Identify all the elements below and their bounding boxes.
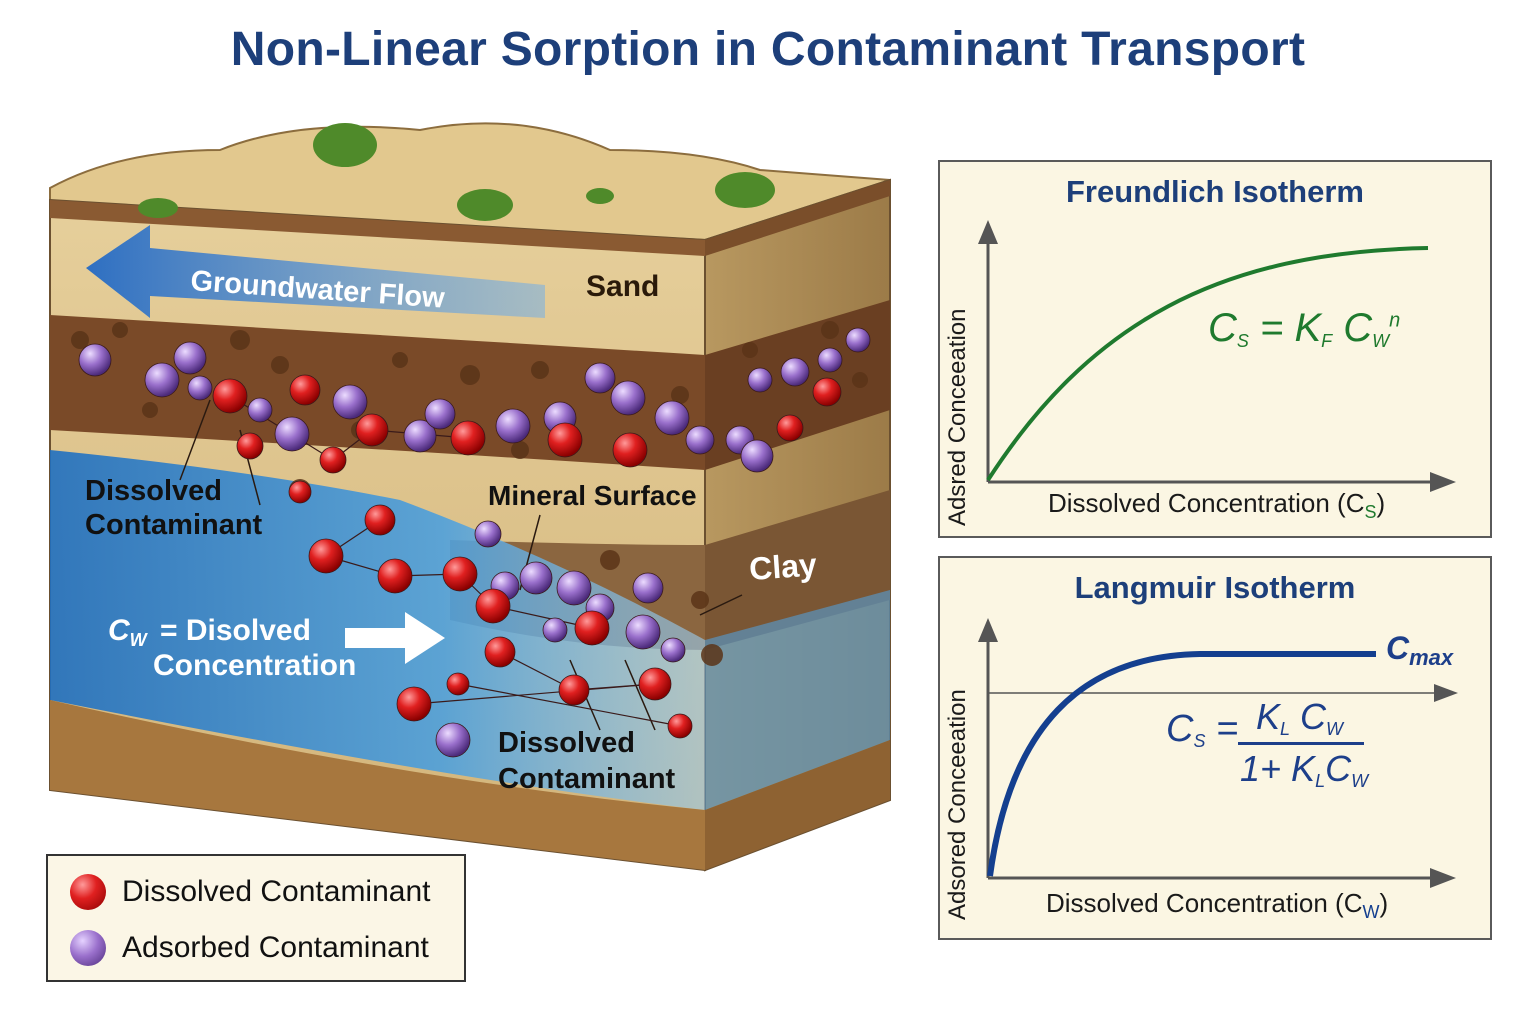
adsorbed-particle	[332, 384, 368, 420]
adsorbed-particle	[519, 561, 553, 595]
adsorbed-particle	[654, 400, 690, 436]
dissolved-particle	[638, 667, 672, 701]
cw-symbol: CW	[108, 614, 149, 650]
adsorbed-particle	[144, 362, 180, 398]
adsorbed-particle	[747, 367, 773, 393]
adsorbed-particle	[173, 341, 207, 375]
langmuir-denominator: 1+ KLCW	[1240, 748, 1369, 791]
adsorbed-particle	[660, 637, 686, 663]
dissolved-particle	[355, 413, 389, 447]
freundlich-plot	[978, 220, 1456, 492]
cw-definition-line2: Concentration	[153, 649, 356, 682]
dissolved-particle	[776, 414, 804, 442]
sand-label: Sand	[586, 270, 659, 303]
page-title: Non-Linear Sorption in Contaminant Trans…	[230, 23, 1306, 76]
langmuir-panel: Langmuir Isotherm Adsored Conceeation Di…	[938, 556, 1492, 940]
particle-link	[457, 683, 681, 727]
dissolved-particle	[212, 378, 248, 414]
particle-group	[78, 327, 871, 758]
legend: Dissolved Contaminant Adsorbed Contamina…	[46, 854, 466, 982]
dissolved-particle	[308, 538, 344, 574]
dissolved-particle	[667, 713, 693, 739]
adsorbed-particle	[685, 425, 715, 455]
dissolved-particle	[236, 432, 264, 460]
freundlich-curve	[986, 246, 1429, 482]
legend-item-adsorbed: Adsorbed Contaminant	[70, 926, 429, 970]
legend-dissolved-label: Dissolved Contaminant	[122, 875, 431, 908]
mineral-surface-label: Mineral Surface	[488, 480, 697, 511]
langmuir-numerator: KL CW	[1256, 696, 1344, 739]
dissolved-particle	[812, 377, 842, 407]
soil-block-illustration: Groundwater Flow Sand Clay Mineral Surfa…	[49, 122, 891, 872]
adsorbed-particle	[424, 398, 456, 430]
dissolved-particle	[442, 556, 478, 592]
dissolved-particle	[364, 504, 396, 536]
langmuir-equation-lhs: CS =	[1166, 708, 1239, 751]
dissolved-contaminant-label-bottom-1: Dissolved	[498, 727, 635, 759]
freundlich-title: Freundlich Isotherm	[1066, 174, 1364, 209]
adsorbed-particle	[780, 357, 810, 387]
langmuir-plot	[978, 618, 1458, 888]
adsorbed-particle	[435, 722, 471, 758]
adsorbed-particle	[817, 347, 843, 373]
dissolved-particle	[396, 686, 432, 722]
adsorbed-particle	[474, 520, 502, 548]
dissolved-contaminant-label-left-1: Dissolved	[85, 475, 222, 507]
red-dot-icon	[70, 874, 106, 910]
cmax-label: Cmax	[1386, 630, 1454, 670]
langmuir-y-label: Adsored Conceeation	[944, 689, 971, 920]
adsorbed-particle	[740, 439, 774, 473]
white-arrow-icon	[345, 612, 445, 664]
langmuir-x-label: Dissolved Concentration (CW)	[1046, 888, 1389, 922]
dissolved-particle	[484, 636, 516, 668]
legend-item-dissolved: Dissolved Contaminant	[70, 870, 430, 914]
particle-link	[413, 683, 656, 705]
freundlich-y-label: Adsred Conceeation	[944, 308, 971, 526]
dissolved-particle	[475, 588, 511, 624]
groundwater-flow-arrow	[86, 225, 545, 318]
dissolved-contaminant-label-bottom-2: Contaminant	[498, 763, 676, 795]
adsorbed-particle	[610, 380, 646, 416]
grass-tuft-icon	[138, 123, 775, 221]
legend-adsorbed-label: Adsorbed Contaminant	[122, 931, 429, 964]
dissolved-contaminant-label-left-2: Contaminant	[85, 509, 263, 541]
adsorbed-particle	[542, 617, 568, 643]
langmuir-title: Langmuir Isotherm	[1074, 570, 1356, 605]
cw-definition-line1: = Disolved	[160, 614, 311, 647]
freundlich-x-label: Dissolved Concentration (CS)	[1048, 488, 1386, 522]
adsorbed-particle	[187, 375, 213, 401]
adsorbed-particle	[584, 362, 616, 394]
adsorbed-particle	[625, 614, 661, 650]
adsorbed-particle	[403, 419, 437, 453]
adsorbed-particle	[274, 416, 310, 452]
purple-dot-icon	[70, 930, 106, 966]
freundlich-panel: Freundlich Isotherm Adsred Conceeation D…	[938, 160, 1492, 538]
dissolved-particle	[289, 374, 321, 406]
dissolved-particle	[547, 422, 583, 458]
langmuir-curve	[987, 651, 1376, 877]
freundlich-equation: CS = KF CWn	[1208, 306, 1401, 351]
adsorbed-particle	[845, 327, 871, 353]
dissolved-particle	[450, 420, 486, 456]
dissolved-particle	[558, 674, 590, 706]
langmuir-fraction-bar	[1238, 742, 1364, 745]
adsorbed-particle	[78, 343, 112, 377]
dissolved-particle	[574, 610, 610, 646]
dissolved-particle	[377, 558, 413, 594]
adsorbed-particle	[556, 570, 592, 606]
clay-label: Clay	[748, 546, 818, 587]
adsorbed-particle	[247, 397, 273, 423]
adsorbed-particle	[495, 408, 531, 444]
dissolved-particle	[288, 480, 312, 504]
dissolved-particle	[446, 672, 470, 696]
adsorbed-particle	[632, 572, 664, 604]
dissolved-particle	[612, 432, 648, 468]
dissolved-particle	[319, 446, 347, 474]
